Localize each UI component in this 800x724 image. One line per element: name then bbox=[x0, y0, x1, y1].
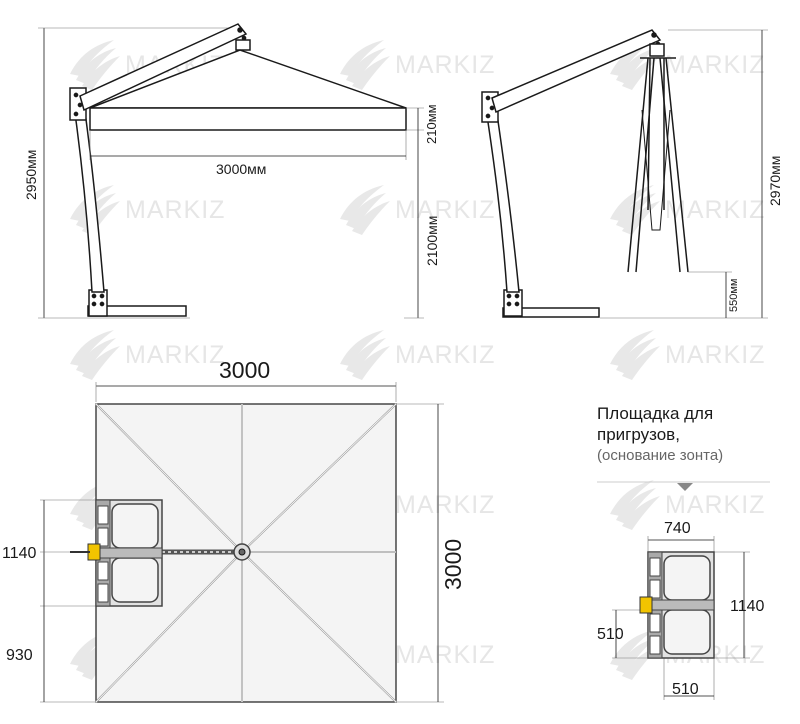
dim-pad-bottom-width: 510 bbox=[672, 681, 699, 698]
dim-bottom-clearance: 550мм bbox=[728, 279, 740, 312]
pad-detail bbox=[597, 481, 770, 700]
watermark-text: MARKIZ bbox=[125, 196, 225, 224]
watermark-text: MARKIZ bbox=[395, 341, 495, 369]
plan-weight-pad bbox=[70, 499, 163, 607]
dim-plan-pad-offset: 930 bbox=[6, 647, 33, 664]
folded-view bbox=[481, 29, 768, 319]
watermark-text: MARKIZ bbox=[395, 641, 495, 669]
watermark-text: MARKIZ bbox=[665, 491, 765, 519]
dim-pad-width: 740 bbox=[664, 520, 691, 537]
dim-canopy-thickness: 210мм bbox=[424, 104, 439, 144]
dim-clearance: 2100мм bbox=[424, 216, 440, 266]
dim-folded-height: 2970мм bbox=[767, 156, 783, 206]
dim-total-height: 2950мм bbox=[23, 150, 39, 200]
dim-pad-left-offset: 510 bbox=[597, 626, 624, 643]
dim-plan-width: 3000 bbox=[219, 357, 270, 383]
watermark-text: MARKIZ bbox=[395, 51, 495, 79]
dim-canopy-width: 3000мм bbox=[216, 161, 266, 177]
watermark-text: MARKIZ bbox=[395, 196, 495, 224]
dim-plan-depth: 3000 bbox=[440, 539, 466, 590]
watermark-text: MARKIZ bbox=[395, 491, 495, 519]
watermark-text: MARKIZ bbox=[665, 51, 765, 79]
dim-plan-pad-width: 1140 bbox=[2, 545, 37, 562]
watermark-text: MARKIZ bbox=[665, 341, 765, 369]
side-view bbox=[38, 23, 424, 319]
pad-detail-subtitle: (основание зонта) bbox=[597, 447, 724, 464]
dim-pad-height: 1140 bbox=[730, 598, 765, 615]
watermark-text: MARKIZ bbox=[125, 341, 225, 369]
pad-detail-title: Площадка для пригрузов, bbox=[597, 404, 714, 444]
